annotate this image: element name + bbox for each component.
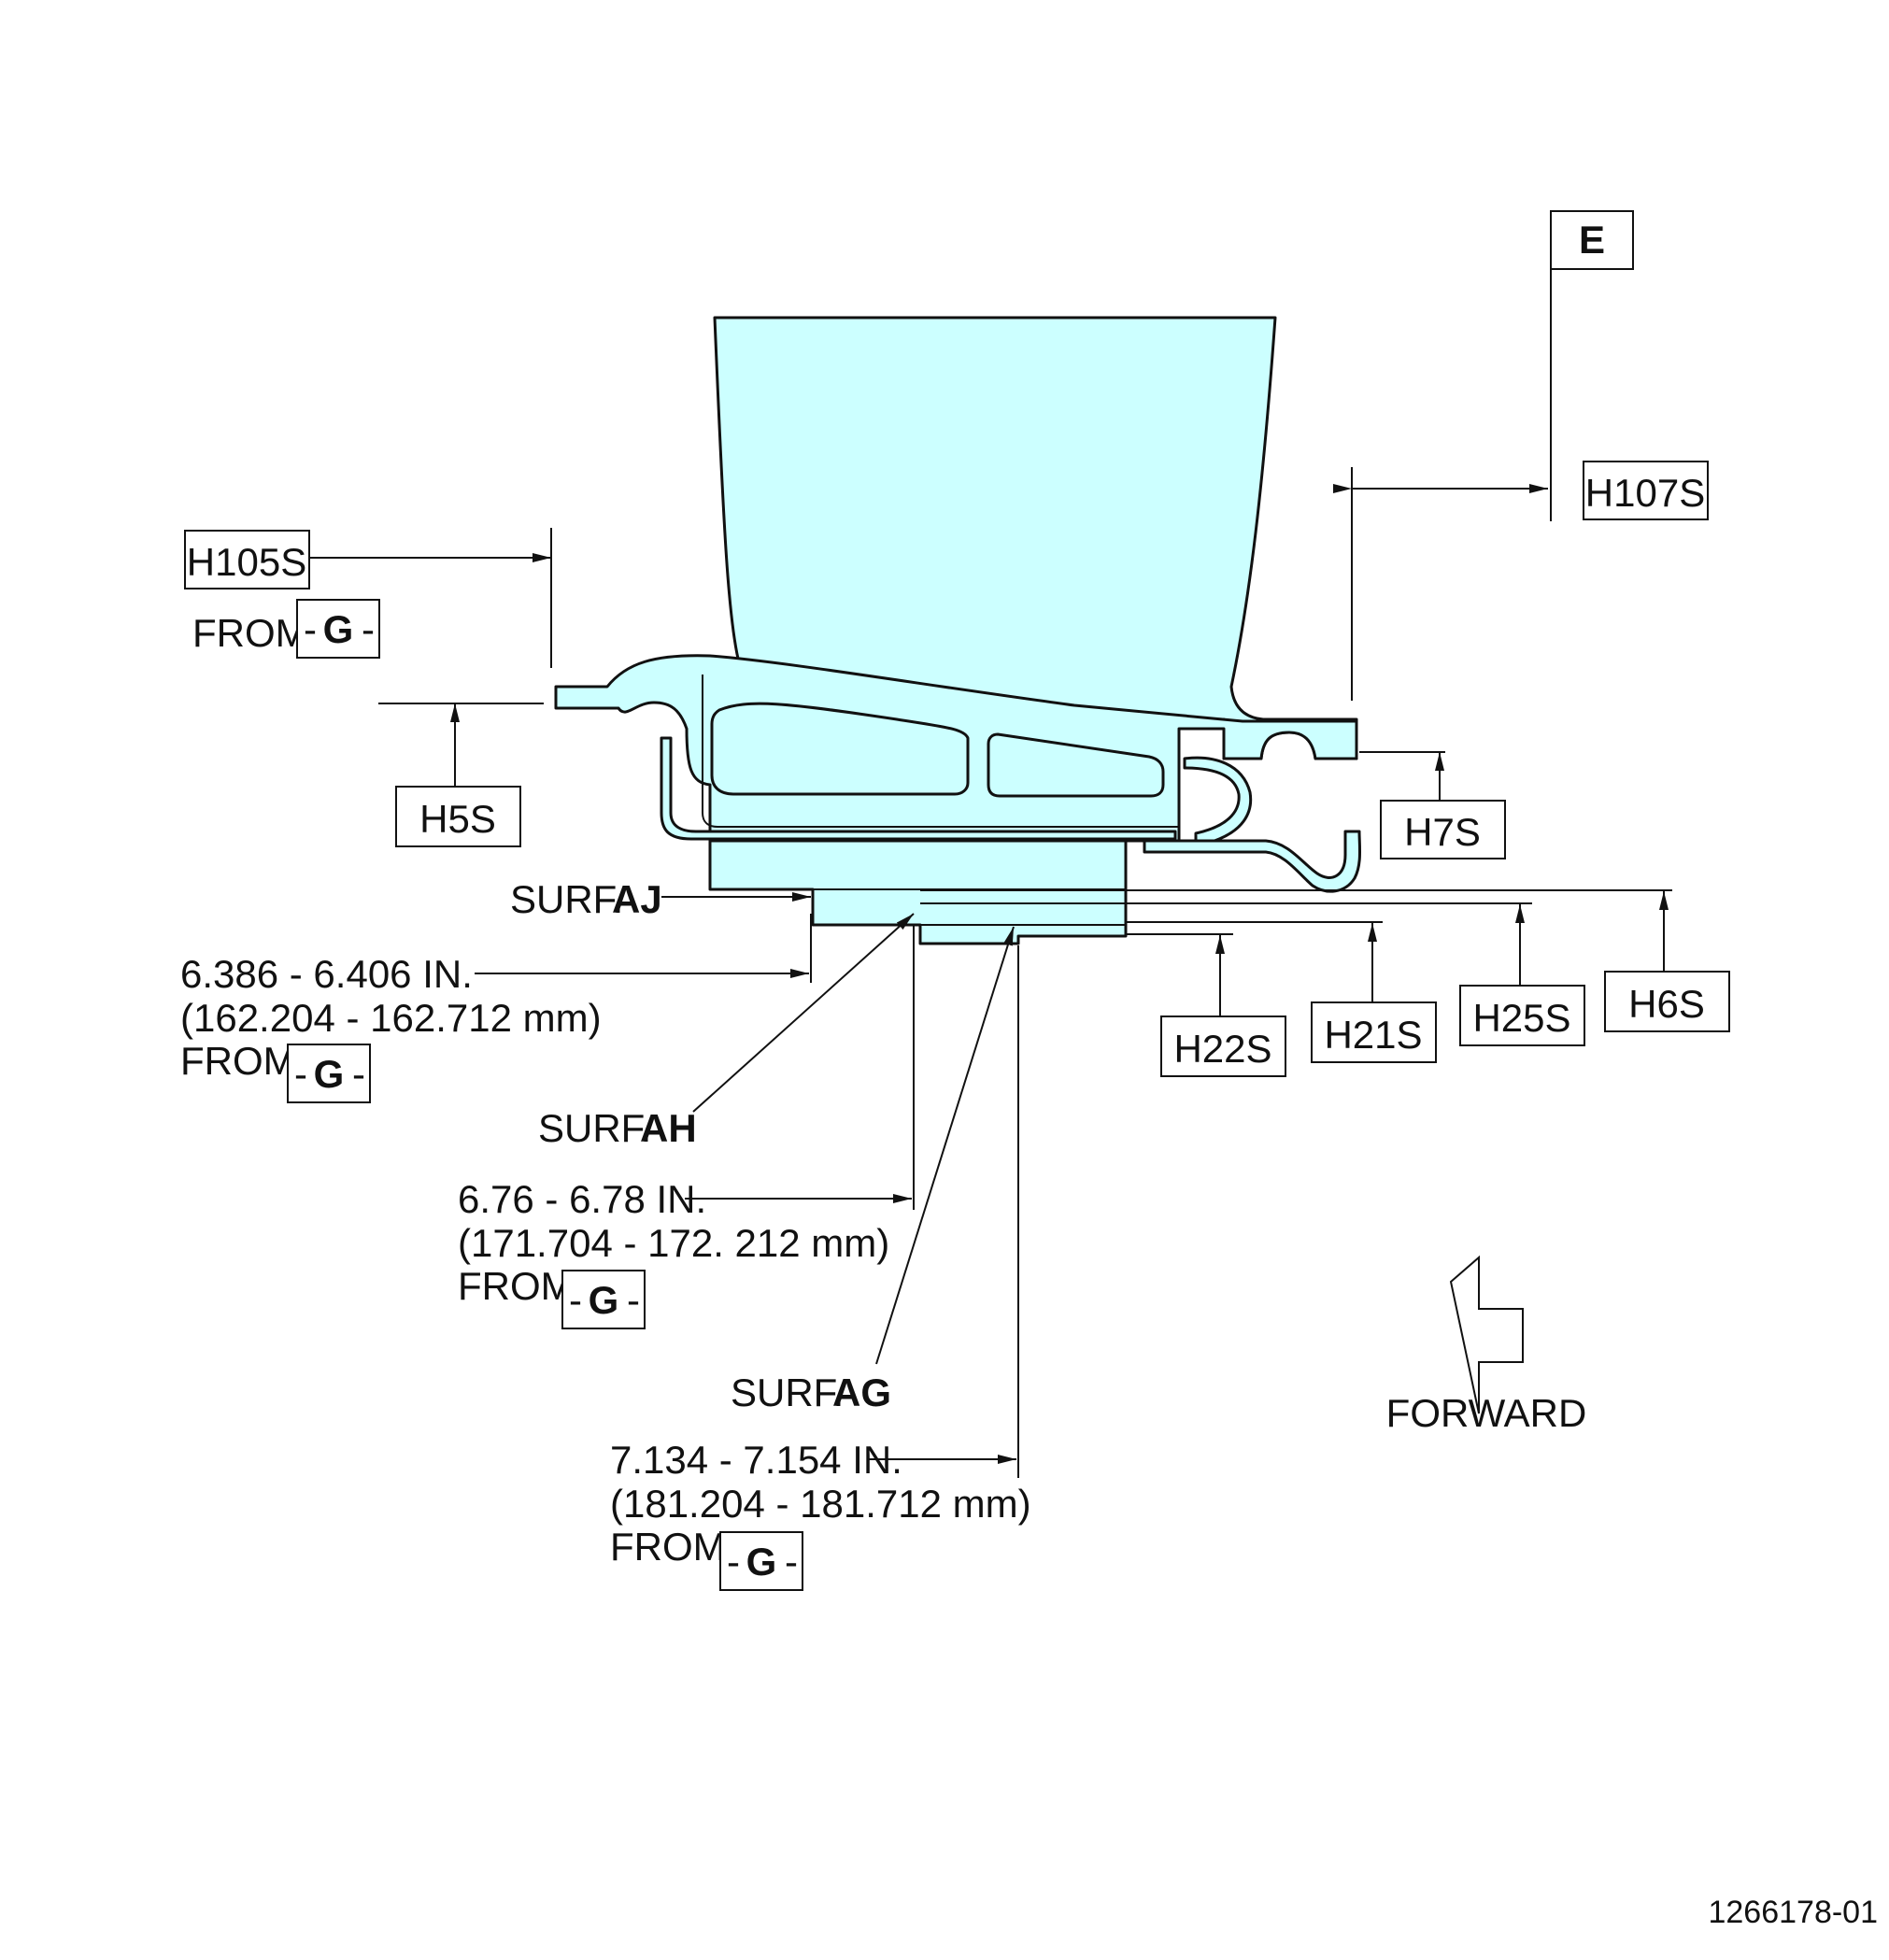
h22s-label: H22S (1173, 1027, 1271, 1071)
dim2-datum-g: G (589, 1278, 619, 1322)
surf-ah-prefix: SURF. (538, 1106, 651, 1150)
surf-aj-label: AJ (612, 877, 662, 921)
dim2-dash-r: - (627, 1278, 640, 1322)
h25s-box (1459, 985, 1585, 1046)
h6s-callout: H6S (1604, 891, 1730, 1032)
h107s-label: H107S (1585, 471, 1705, 515)
dim2-callout: 6.76 - 6.78 IN. (171.704 - 172. 212 mm) … (458, 925, 915, 1329)
dim3-datum-g-box (719, 1531, 803, 1591)
h22s-callout: H22S (1160, 935, 1286, 1077)
dim3-from: FROM (610, 1525, 726, 1569)
dim1-dash-r: - (352, 1052, 365, 1096)
h105s-from: FROM (192, 611, 308, 655)
surf-ag-label: AG (832, 1371, 891, 1414)
dim3-callout: 7.134 - 7.154 IN. (181.204 - 181.712 mm)… (610, 945, 1031, 1591)
surf-aj-callout: SURF. AJ (510, 877, 811, 921)
root-stack (708, 839, 1128, 945)
h21s-callout: H21S (1311, 923, 1437, 1063)
h25s-callout: H25S (1459, 904, 1585, 1046)
dim2-datum-g-box (561, 1270, 646, 1329)
h105s-box (184, 530, 310, 589)
forward-arrow-icon (1449, 1255, 1524, 1414)
surf-ag-prefix: SURF. (731, 1371, 844, 1414)
figure-id: 1266178-01 (1708, 1895, 1878, 1930)
dim3-datum-g: G (746, 1540, 777, 1584)
h21s-box (1311, 1001, 1437, 1063)
surf-ah-leader (692, 913, 915, 1113)
h6s-box (1604, 971, 1730, 1032)
h7s-callout: H7S (1359, 751, 1506, 859)
h105s-datum-g: G (323, 607, 354, 651)
surf-ag-leader (875, 926, 1015, 1365)
dim3-in: 7.134 - 7.154 IN. (610, 1438, 902, 1482)
datum-e-box (1550, 210, 1634, 270)
dim1-datum-g: G (314, 1052, 345, 1096)
dim3-dash-r: - (785, 1540, 798, 1584)
h7s-label: H7S (1404, 810, 1481, 854)
cooling-pocket-1 (710, 702, 970, 796)
h105s-datum-g-box (296, 599, 380, 659)
h105s-dash-r: - (362, 607, 375, 651)
surf-ag-callout: SURF. AG (731, 926, 1015, 1414)
datum-e-callout: E (1550, 210, 1634, 521)
h22s-box (1160, 1016, 1286, 1077)
surf-ah-label: AH (640, 1106, 697, 1150)
h7s-box (1380, 800, 1506, 859)
surf-ah-callout: SURF. AH (538, 913, 915, 1150)
platform-inner-edge (702, 675, 1180, 828)
h105s-dash-l: - (304, 607, 317, 651)
cooling-pocket-2 (987, 732, 1165, 798)
h25s-label: H25S (1472, 996, 1570, 1040)
aft-hook (1183, 756, 1253, 843)
dim1-in: 6.386 - 6.406 IN. (180, 952, 473, 996)
dim1-mm: (162.204 - 162.712 mm) (180, 996, 602, 1040)
h107s-callout: H107S (1333, 461, 1709, 701)
dim2-dash-l: - (569, 1278, 582, 1322)
dim1-dash-l: - (294, 1052, 307, 1096)
blade-assembly (554, 316, 1362, 945)
h5s-callout: H5S (378, 703, 544, 847)
forward-hook (660, 736, 1177, 841)
surf-aj-prefix: SURF. (510, 877, 623, 921)
h105s-callout: H105S FROM - G - (184, 528, 552, 668)
dim1-datum-g-box (287, 1044, 371, 1103)
h107s-box (1583, 461, 1709, 520)
datum-e-label: E (1579, 218, 1605, 262)
h105s-label: H105S (187, 540, 306, 584)
aft-seal-arm (1143, 830, 1362, 893)
dim1-from: FROM (180, 1039, 296, 1083)
forward-label: FORWARD (1386, 1391, 1587, 1435)
dim1-callout: 6.386 - 6.406 IN. (162.204 - 162.712 mm)… (180, 914, 812, 1103)
forward-indicator: FORWARD (1386, 1255, 1587, 1435)
dim2-mm: (171.704 - 172. 212 mm) (458, 1221, 889, 1265)
reference-lines (920, 889, 1672, 935)
dim3-dash-l: - (727, 1540, 740, 1584)
dim2-in: 6.76 - 6.78 IN. (458, 1177, 706, 1221)
h21s-label: H21S (1324, 1013, 1422, 1057)
dim2-from: FROM (458, 1264, 574, 1308)
h6s-label: H6S (1628, 982, 1705, 1026)
dim3-mm: (181.204 - 181.712 mm) (610, 1482, 1031, 1526)
h5s-label: H5S (419, 797, 496, 841)
h5s-box (395, 786, 521, 847)
